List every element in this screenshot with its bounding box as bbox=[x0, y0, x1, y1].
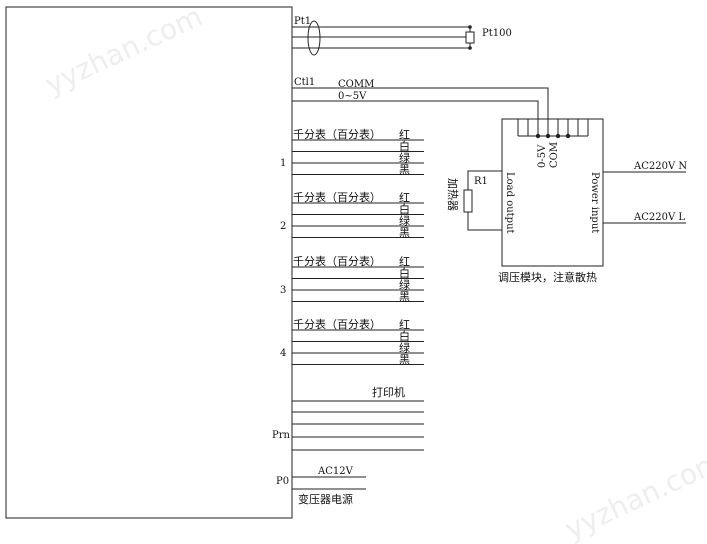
gauge-wire-color-label: 黑 bbox=[399, 353, 410, 366]
watermark-bottom: yyzhan.com bbox=[560, 445, 707, 544]
gauge-index-label: 2 bbox=[280, 221, 286, 232]
gauge-title: 千分表（百分表） bbox=[293, 317, 381, 331]
gauge-wire-color-label: 绿 bbox=[399, 341, 410, 355]
p0-label: P0 bbox=[276, 476, 289, 487]
gauge-wire-color-label: 白 bbox=[399, 202, 410, 216]
watermark-top: yyzhan.com bbox=[40, 0, 207, 101]
pt100-resistor bbox=[465, 31, 475, 44]
pt100-node-top bbox=[468, 25, 472, 29]
printer-title: 打印机 bbox=[372, 385, 405, 399]
regulator-module-box bbox=[501, 118, 604, 267]
gauge-wire-color-label: 红 bbox=[399, 129, 410, 142]
heater-resistor bbox=[463, 189, 473, 213]
gauge-wire-color-label: 红 bbox=[399, 319, 410, 332]
controller-box bbox=[5, 6, 293, 519]
pt1-label: Pt1 bbox=[294, 16, 311, 27]
terminal-nodes bbox=[535, 133, 571, 139]
gauge-wire-color-label: 黑 bbox=[399, 163, 410, 176]
voltage-0-5v-label: 0~5V bbox=[338, 91, 367, 102]
gauge-wire-color-label: 绿 bbox=[399, 214, 410, 228]
r1-label: R1 bbox=[474, 176, 488, 187]
gauge-wire-color-label: 红 bbox=[399, 192, 410, 205]
gauge-index-label: 3 bbox=[280, 285, 286, 296]
pt100-node-bottom bbox=[468, 46, 472, 50]
gauge-wire-color-label: 绿 bbox=[399, 151, 410, 165]
pt-cable bbox=[292, 20, 471, 56]
gauge-wire-color-label: 绿 bbox=[399, 278, 410, 292]
gauge-index-label: 1 bbox=[280, 158, 286, 169]
gauge-wire-color-label: 白 bbox=[399, 266, 410, 280]
cable-shield-ring bbox=[307, 20, 321, 56]
gauge-groups: 红白绿黑千分表（百分表）1红白绿黑千分表（百分表）2红白绿黑千分表（百分表）3红… bbox=[280, 127, 424, 366]
ctl1-label: Ctl1 bbox=[294, 77, 315, 88]
gauge-wire-color-label: 白 bbox=[399, 139, 410, 153]
ac220v-l-label: AC220V L bbox=[633, 212, 685, 223]
power-input-label: Power input bbox=[589, 172, 600, 233]
printer-wires bbox=[292, 400, 424, 451]
gauge-title: 千分表（百分表） bbox=[293, 190, 381, 204]
module-caption: 调压模块，注意散热 bbox=[498, 270, 597, 284]
gauge-index-label: 4 bbox=[280, 348, 286, 359]
gauge-wire-color-label: 白 bbox=[399, 329, 410, 343]
gauge-wire-color-label: 黑 bbox=[399, 226, 410, 239]
gauge-wire-color-label: 黑 bbox=[399, 290, 410, 303]
gauge-title: 千分表（百分表） bbox=[293, 254, 381, 268]
module-0-5v-label: 0-5V bbox=[537, 144, 548, 168]
ac12v-label: AC12V bbox=[317, 466, 354, 477]
ac-input-wires bbox=[603, 171, 686, 224]
printer-port-label: Prn bbox=[272, 430, 291, 441]
gauge-title: 千分表（百分表） bbox=[293, 127, 381, 141]
load-output-label: Load output bbox=[504, 172, 515, 234]
heater-label: 加热器 bbox=[446, 178, 459, 211]
module-com-label: COM bbox=[549, 142, 560, 168]
ac220v-n-label: AC220V N bbox=[633, 161, 687, 172]
power-wires bbox=[292, 476, 366, 490]
transformer-power-label: 变压器电源 bbox=[298, 492, 353, 506]
heater-wires bbox=[467, 170, 502, 231]
gauge-wire-color-label: 红 bbox=[399, 256, 410, 269]
comm-label: COMM bbox=[338, 79, 374, 90]
module-terminals bbox=[517, 119, 589, 137]
pt100-label: Pt100 bbox=[482, 28, 512, 39]
